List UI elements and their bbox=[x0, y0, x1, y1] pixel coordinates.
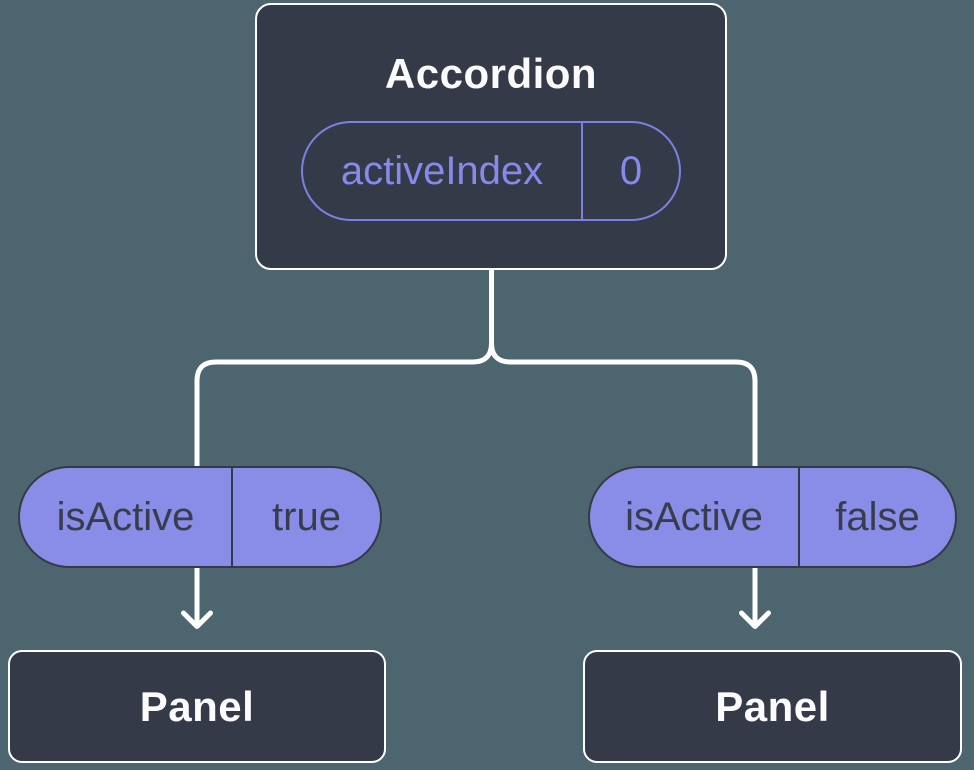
prop-name-cell: activeIndex bbox=[303, 123, 583, 219]
isactive-pill-left: isActive true bbox=[18, 466, 382, 568]
arrow-down-left-icon bbox=[181, 610, 213, 629]
isactive-pill-right: isActive false bbox=[588, 466, 957, 568]
panel-node-right: Panel bbox=[583, 650, 962, 763]
branch-right-line bbox=[489, 263, 758, 627]
accordion-node: Accordion activeIndex 0 bbox=[255, 3, 727, 270]
prop-value-cell: false bbox=[835, 494, 920, 539]
prop-value-cell: 0 bbox=[619, 148, 643, 193]
branch-left-line bbox=[194, 263, 494, 627]
arrow-down-right-icon bbox=[739, 610, 771, 629]
prop-value-cell: true bbox=[272, 494, 341, 539]
prop-name-cell: isActive bbox=[20, 468, 233, 566]
activeindex-prop-pill: activeIndex 0 bbox=[301, 121, 681, 221]
panel-node-left: Panel bbox=[8, 650, 386, 763]
accordion-node-title: Accordion bbox=[384, 50, 598, 97]
prop-name-cell: isActive bbox=[590, 468, 800, 566]
